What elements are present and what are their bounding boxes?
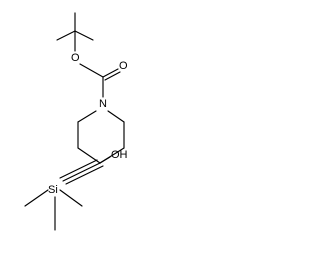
ring-bond-n-upper-right (107, 110, 125, 123)
alkyne-bond-2 (59, 159, 98, 179)
tbutyl-bond-right (74, 30, 94, 41)
tbutyl-bond-left (56, 30, 76, 41)
ring-bond-n-upper-left (77, 110, 97, 123)
carbonyl-oxygen-label: O (119, 60, 128, 72)
structure-canvas: O O N OH Si (0, 0, 159, 259)
ester-o-carbonyl-bond (79, 63, 104, 78)
tms-methyl-left-bond (24, 189, 49, 207)
tms-methyl-right-bond (59, 189, 83, 207)
hydroxyl-bond (99, 156, 111, 164)
alkyne-bond-1 (62, 162, 101, 182)
ester-oxygen-label: O (71, 52, 80, 64)
molecule-structure: O O N OH Si (24, 12, 128, 231)
carbonyl-double-bond-a (102, 68, 119, 78)
ring-nitrogen-label: N (99, 98, 107, 110)
alkyne-bond-3 (65, 165, 104, 185)
carbonyl-double-bond-b (104, 71, 121, 81)
silicon-label: Si (48, 184, 58, 196)
hydroxyl-label: OH (111, 149, 128, 161)
